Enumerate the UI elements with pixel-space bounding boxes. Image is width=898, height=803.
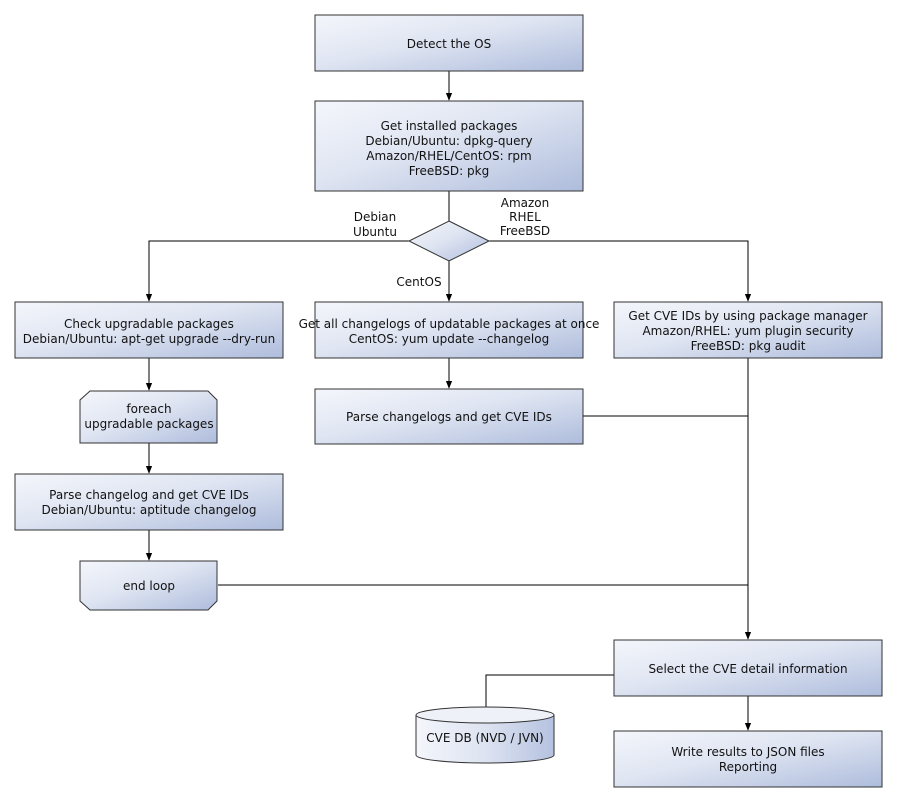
node-get-all-changelogs[interactable]: Get all changelogs of updatable packages… [299, 301, 600, 359]
node-parse-changelog-deb-line-1: Debian/Ubuntu: aptitude changelog [42, 503, 257, 517]
node-get-installed-line-2: Amazon/RHEL/CentOS: rpm [366, 149, 531, 163]
node-get-cve-pm-line-2: FreeBSD: pkg audit [691, 339, 806, 353]
node-write-results[interactable]: Write results to JSON files Reporting [613, 730, 883, 788]
edge-label-ubuntu: Ubuntu [353, 225, 397, 239]
node-get-cve-pm-line-0: Get CVE IDs by using package manager [628, 309, 867, 323]
edges [145, 71, 752, 731]
node-write-results-line-1: Reporting [719, 760, 777, 774]
node-get-cve-package-manager[interactable]: Get CVE IDs by using package manager Ama… [613, 301, 883, 359]
edge-select-to-cvedb [485, 674, 614, 707]
node-cve-db-cylinder[interactable]: CVE DB (NVD / JVN) [415, 706, 555, 764]
node-check-upgradable-line-1: Debian/Ubuntu: apt-get upgrade --dry-run [23, 332, 275, 346]
node-end-loop[interactable]: end loop [79, 560, 218, 611]
node-end-loop-line-0: end loop [123, 579, 175, 593]
edge-label-amazon: Amazon [501, 196, 550, 210]
node-select-cve-detail[interactable]: Select the CVE detail information [613, 639, 883, 697]
node-get-installed-line-1: Debian/Ubuntu: dpkg-query [365, 134, 532, 148]
node-foreach-line-1: upgradable packages [84, 417, 213, 431]
edge-label-debian: Debian [354, 210, 397, 224]
edge-label-centos: CentOS [396, 275, 441, 289]
node-check-upgradable-line-0: Check upgradable packages [64, 317, 234, 331]
edge-decision-to-debian [145, 240, 409, 302]
edge-labels: Debian Ubuntu Amazon RHEL FreeBSD CentOS [353, 196, 550, 289]
node-parse-changelogs-line-0: Parse changelogs and get CVE IDs [346, 410, 552, 424]
node-write-results-line-0: Write results to JSON files [671, 745, 824, 759]
node-check-upgradable[interactable]: Check upgradable packages Debian/Ubuntu:… [14, 301, 284, 359]
edge-label-freebsd: FreeBSD [500, 224, 550, 238]
node-foreach-loop-start[interactable]: foreach upgradable packages [79, 390, 218, 444]
node-parse-changelogs[interactable]: Parse changelogs and get CVE IDs [314, 388, 584, 445]
node-get-cve-pm-line-1: Amazon/RHEL: yum plugin security [642, 324, 853, 338]
node-get-installed-packages[interactable]: Get installed packages Debian/Ubuntu: dp… [314, 100, 584, 192]
node-parse-changelog-deb-line-0: Parse changelog and get CVE IDs [49, 488, 249, 502]
node-foreach-line-0: foreach [126, 402, 171, 416]
node-parse-changelog-debian[interactable]: Parse changelog and get CVE IDs Debian/U… [14, 473, 284, 531]
node-cve-db-line-0: CVE DB (NVD / JVN) [426, 731, 543, 745]
node-get-all-changelogs-line-0: Get all changelogs of updatable packages… [299, 317, 600, 331]
edge-label-rhel: RHEL [509, 210, 541, 224]
node-get-installed-line-0: Get installed packages [381, 119, 518, 133]
decision-os-type[interactable] [407, 220, 491, 262]
node-get-all-changelogs-line-1: CentOS: yum update --changelog [349, 332, 549, 346]
node-select-cve-line-0: Select the CVE detail information [648, 662, 847, 676]
node-detect-os-line-0: Detect the OS [407, 37, 491, 51]
node-detect-os[interactable]: Detect the OS [314, 14, 584, 72]
node-get-installed-line-3: FreeBSD: pkg [409, 164, 489, 178]
edge-decision-to-amazon [489, 240, 752, 302]
